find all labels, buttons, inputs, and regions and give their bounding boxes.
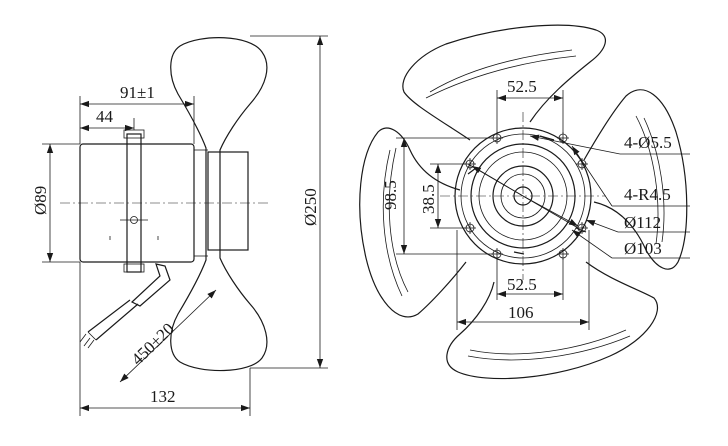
- dim-98: 98.5: [381, 180, 400, 210]
- dim-91: 91±1: [120, 83, 155, 102]
- dim-106: 106: [508, 303, 534, 322]
- power-cable: [130, 263, 171, 307]
- dim-132: 132: [150, 387, 176, 406]
- fan-hub: [207, 151, 249, 251]
- callout-holes: 4-Ø5.5: [624, 133, 672, 152]
- dim-52-bottom: 52.5: [507, 275, 537, 294]
- blade-right: [583, 89, 688, 270]
- dim-250: Ø250: [301, 188, 320, 226]
- blade-left: [359, 127, 467, 318]
- callout-103: Ø103: [624, 239, 662, 258]
- dim-44: 44: [96, 107, 114, 126]
- motor-body: [79, 143, 195, 263]
- callout-112: Ø112: [624, 213, 661, 232]
- dim-52-top: 52.5: [507, 77, 537, 96]
- dim-89: Ø89: [31, 186, 50, 215]
- side-view: 91±1 44 Ø89 Ø250 450±20 132: [31, 35, 328, 416]
- callout-slots: 4-R4.5: [624, 185, 671, 204]
- blade-silhouette: [170, 37, 268, 372]
- blade-top: [402, 24, 606, 141]
- dim-38: 38.5: [419, 184, 438, 214]
- front-view: 52.5 52.5 106 98.5 38.5 4-Ø5.5 4-R4.5 Ø1…: [359, 24, 690, 380]
- blade-bottom: [446, 261, 659, 380]
